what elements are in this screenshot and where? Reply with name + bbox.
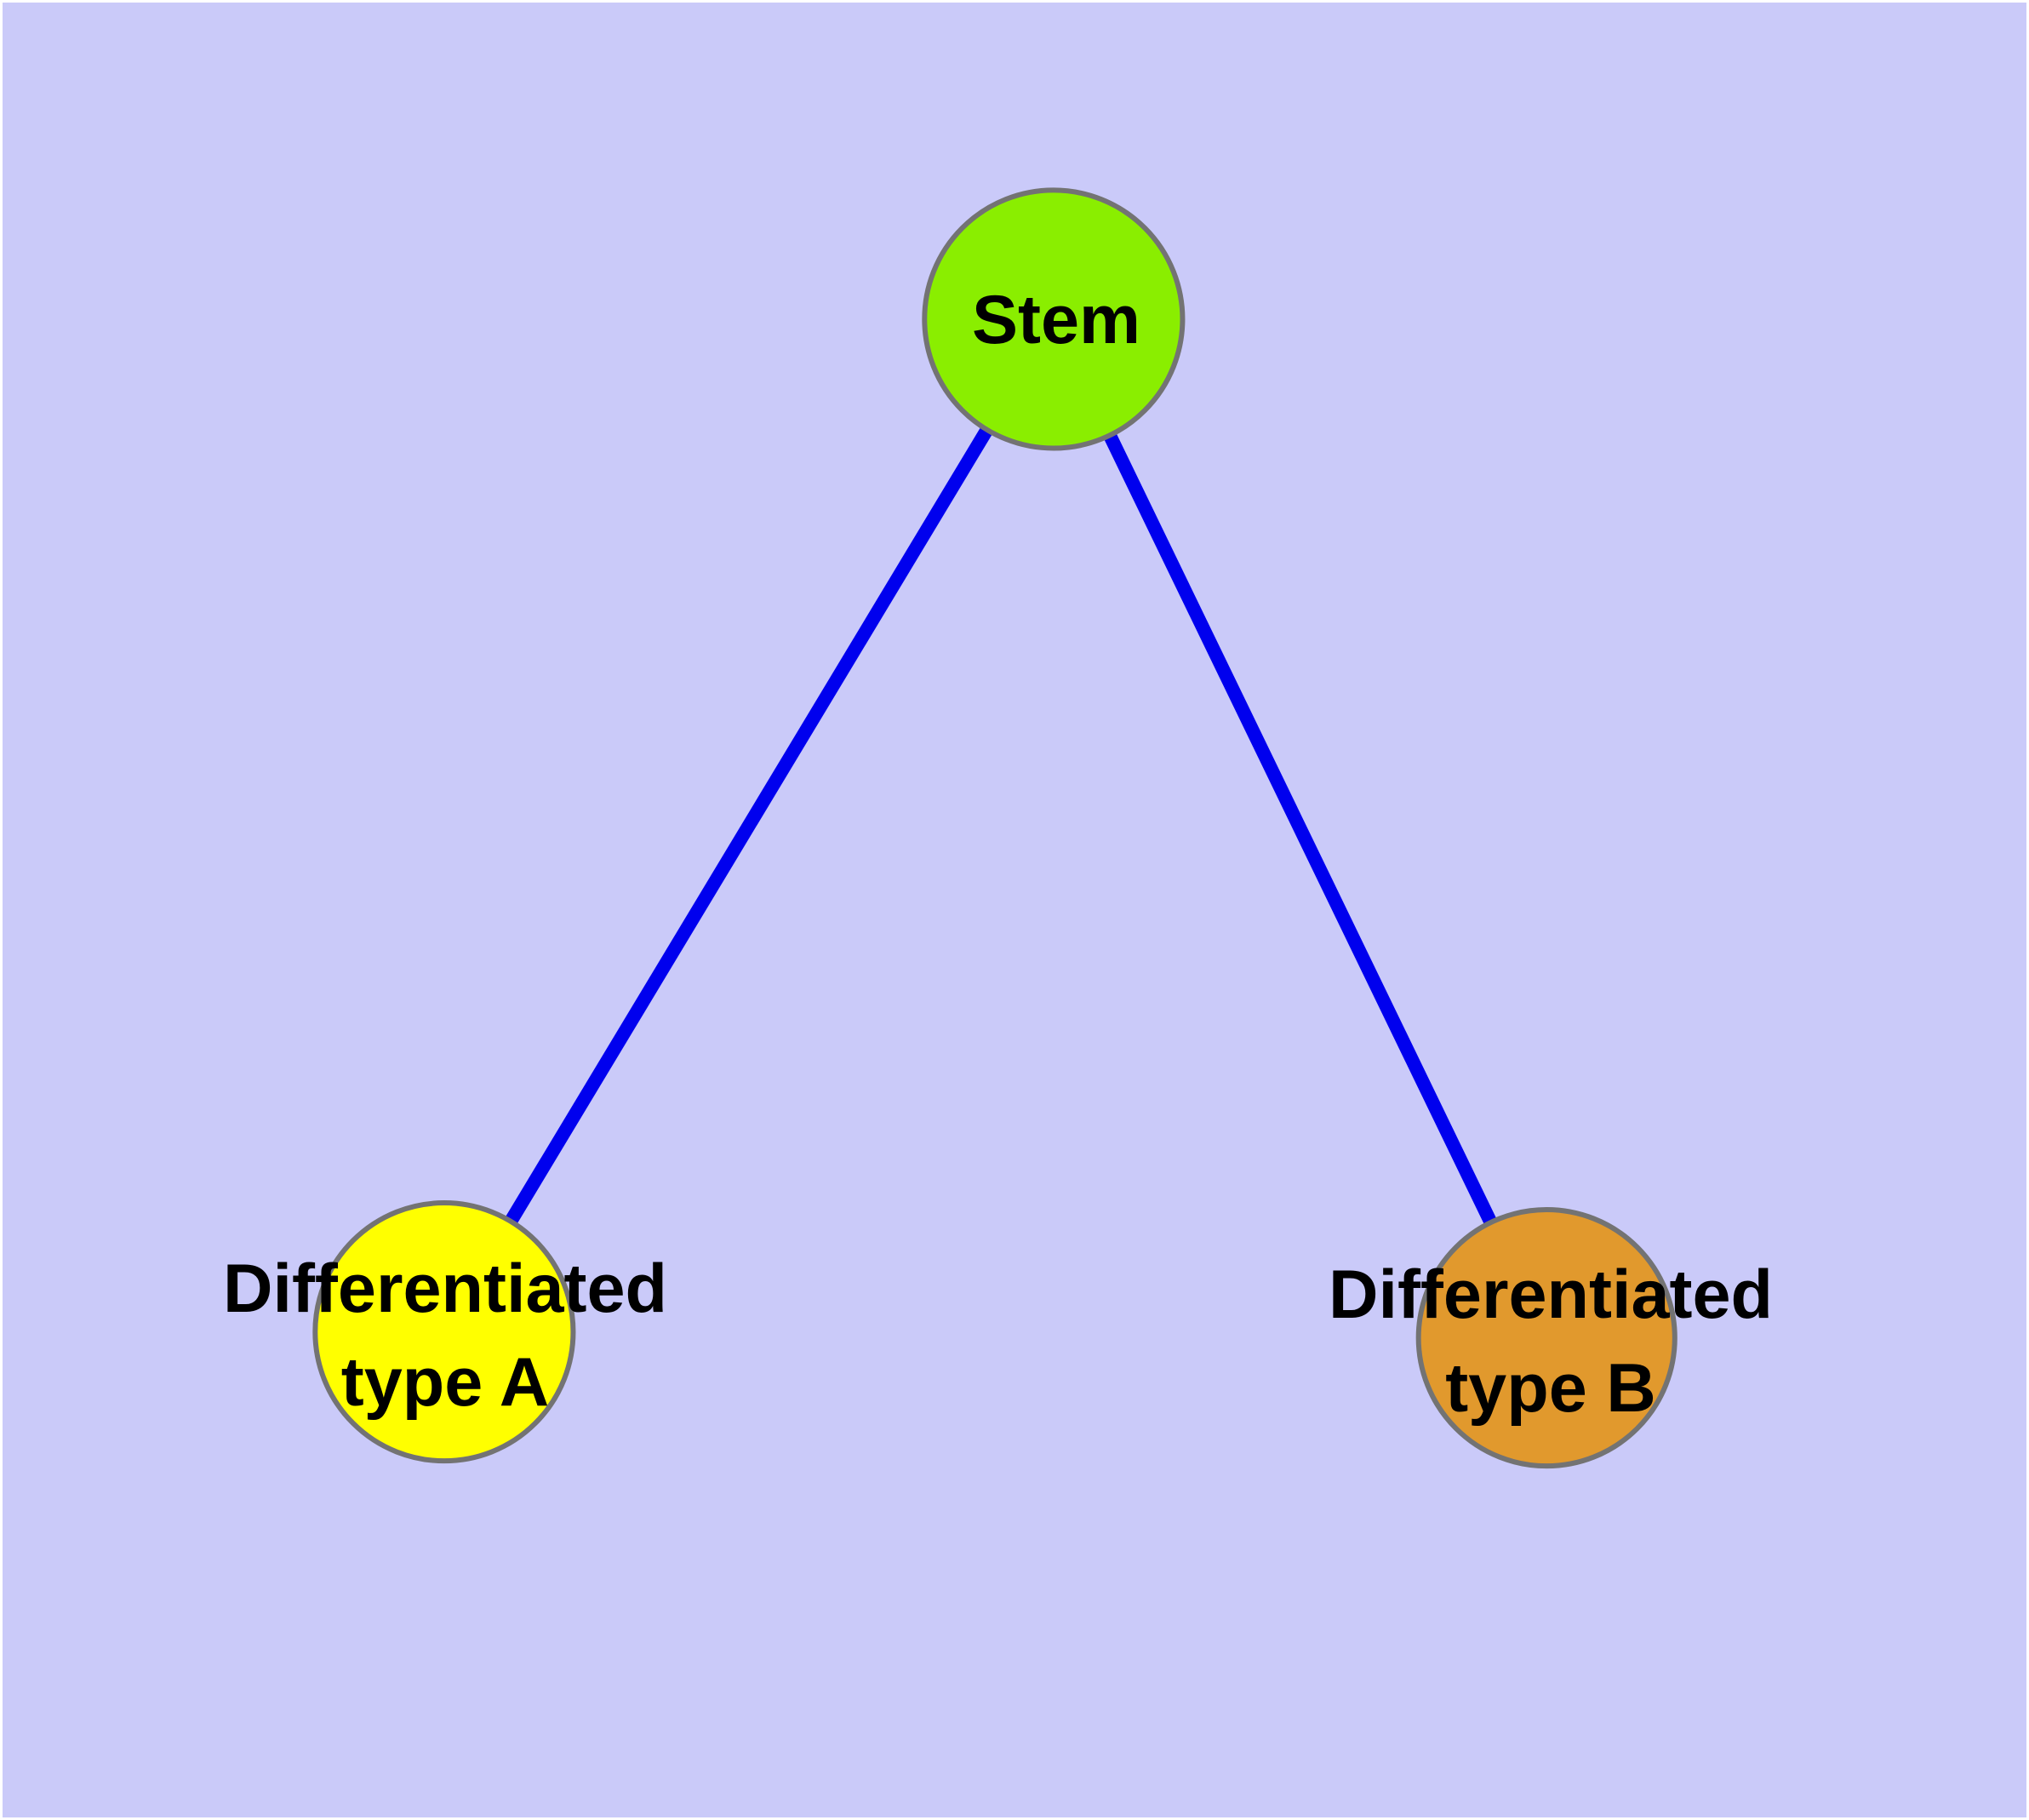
node-stem-circle <box>922 187 1186 451</box>
edge-stem-to-type-a <box>438 315 1060 1336</box>
graph-svg <box>312 187 1677 1469</box>
node-type-a-circle <box>312 1200 576 1464</box>
node-type-b-circle <box>1415 1207 1677 1469</box>
edge-stem-to-type-b <box>1047 316 1553 1342</box>
diagram-canvas: Stem Differentiated type A Differentiate… <box>3 3 2026 1817</box>
